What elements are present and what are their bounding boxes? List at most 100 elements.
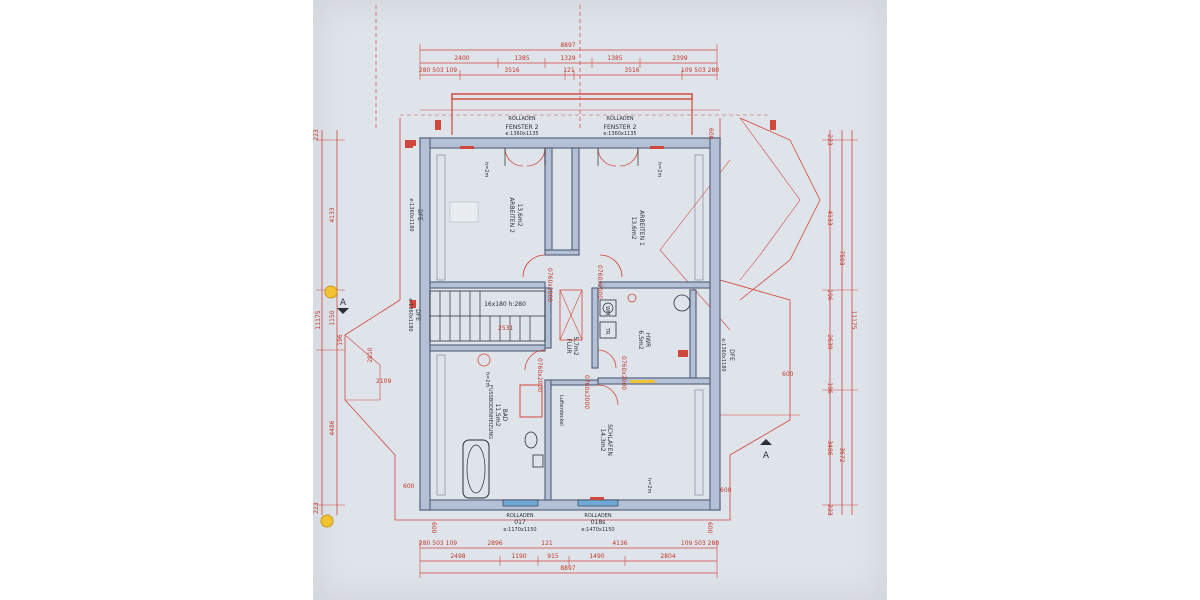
door-label: 0760x2000 [546,268,553,302]
dim-bottom: 2896 [487,540,502,547]
dim-misc: 600 [782,371,794,378]
dim-bottom: 1190 [511,553,526,560]
dim-misc: 600 [706,522,713,534]
dim-left: 223 [313,129,320,141]
dim-right: 223 [826,134,833,146]
dim-bottom: 1490 [589,553,604,560]
dim-top: 3516 [504,67,519,74]
window-label: ROLLADEN [508,116,536,122]
dim-top: 2400 [454,55,469,62]
room-name: FLUR [565,338,572,353]
dim-bottom: 121 [541,540,553,547]
window-labels: ROLLADEN FENSTER 2 e:1360x1135 ROLLADEN … [503,116,636,533]
dim-misc: 2109 [376,378,391,385]
left-dimensions: 223 4133 11175 1150 196 2810 4486 223 A [313,129,374,515]
dim-left: 196 [337,334,344,346]
room-area: 13,6m2 [630,216,637,239]
dim-bottom: 2498 [450,553,465,560]
roof-window-label: DFE [728,349,735,361]
dim-left: 1150 [329,310,336,325]
binder-pin [324,285,338,299]
dim-right: 3486 [826,440,833,455]
dim-top-total: 8897 [560,42,575,49]
appliance-label: WM [604,306,610,315]
dim-right: 196 [826,382,833,394]
bottom-dimensions: 280 503 109 2896 121 4136 109 503 280 24… [419,540,719,578]
dim-bottom: 109 503 280 [681,540,719,547]
room-name: SCHLAFEN [606,424,613,456]
dim-left: 11175 [315,310,322,329]
dim-bottom: 280 503 109 [419,540,457,547]
roof-window-size: e:1360x1180 [408,198,414,231]
door-label: 0760x2000 [536,358,543,392]
dim-misc: 600 [403,483,415,490]
window-label: ROLLADEN [584,513,612,519]
balcony-rail [400,93,770,135]
small-labels: h=2m h=2m h=2m h=2m WM TR Lufterdeckel [483,162,662,494]
window-label: FENSTER 2 [604,124,637,131]
dim-right: 3672 [838,447,845,462]
window-label: 017 [514,519,526,526]
dim-top: 3516 [624,67,639,74]
dim-bottom: 4136 [612,540,627,547]
misc-dimensions: 600 600 600 600 600 2109 2531 600 [376,128,794,534]
vent-label: Lufterdeckel [558,395,564,426]
dim-bottom: 2804 [660,553,675,560]
window-label: 018s [591,519,606,526]
stair-label: 16x180 h:280 [484,301,526,308]
dim-top: 1385 [514,55,529,62]
dim-left: 223 [313,502,320,514]
door-labels: 0760x2000 0760x2000 0760x2000 0760x2000 … [536,265,627,409]
dim-misc: 600 [720,487,732,494]
dim-right: 4133 [826,210,833,225]
door-label: 0760x2000 [583,375,590,409]
roof-window-label: DFE [414,309,421,321]
dim-right: 2639 [826,334,833,349]
room-area: 13,6m2 [516,203,523,226]
top-dimensions: 8897 2400 1385 1329 1385 2399 280 503 10… [375,5,719,130]
dim-top: 109 503 280 [681,67,719,74]
walls [419,137,721,511]
dim-top: 1329 [560,55,575,62]
doors [504,147,639,406]
dim-left: 4133 [329,207,336,222]
room-name: ARBEITEN 1 [638,210,645,246]
room-area: 14,3m2 [599,428,606,451]
room-area: 11,5m2 [494,403,501,426]
dim-right: 196 [826,289,833,301]
windows [405,120,776,507]
binder-pin [320,514,334,528]
window-label: e:1360x1135 [505,131,538,137]
dim-bottom: 915 [547,553,559,560]
dim-right: 11175 [850,310,857,329]
appliance-label: TR [604,327,610,335]
room-name: ARBEITEN 2 [508,197,515,233]
roof-window-size: e:1360x1180 [720,338,726,371]
roof-window-label: DFE [416,209,423,221]
dim-misc: 600 [707,128,714,140]
window-label: e:1470x1150 [581,527,614,533]
small-label: FUSSBODENHEIZUNG [487,385,493,439]
room-name: HWR [644,333,651,348]
dim-left: 4486 [329,420,336,435]
dim-top: 1385 [607,55,622,62]
dim-right: 7503 [838,250,845,265]
section-mark: A [340,298,347,308]
room-area: 5,7m2 [572,336,579,355]
room-labels: ARBEITEN 2 13,6m2 ARBEITEN 1 13,6m2 FLUR… [407,197,735,456]
door-label: 0760x2000 [596,265,603,299]
door-label: 0760x2000 [620,356,627,390]
dim-bottom-total: 8897 [560,565,575,572]
dim-top: 121 [563,67,575,74]
dim-left: 2810 [367,347,374,362]
fixtures [410,140,691,499]
window-label: e:1360x1135 [603,131,636,137]
window-label: ROLLADEN [606,116,634,122]
room-area: 6,5m2 [637,330,644,349]
dim-right: 223 [826,504,833,516]
window-label: FENSTER 2 [506,124,539,131]
dim-misc: 2531 [498,325,513,332]
right-dimensions: 223 4133 7503 196 2639 196 3486 11175 36… [760,130,858,516]
section-mark: A [763,451,770,461]
